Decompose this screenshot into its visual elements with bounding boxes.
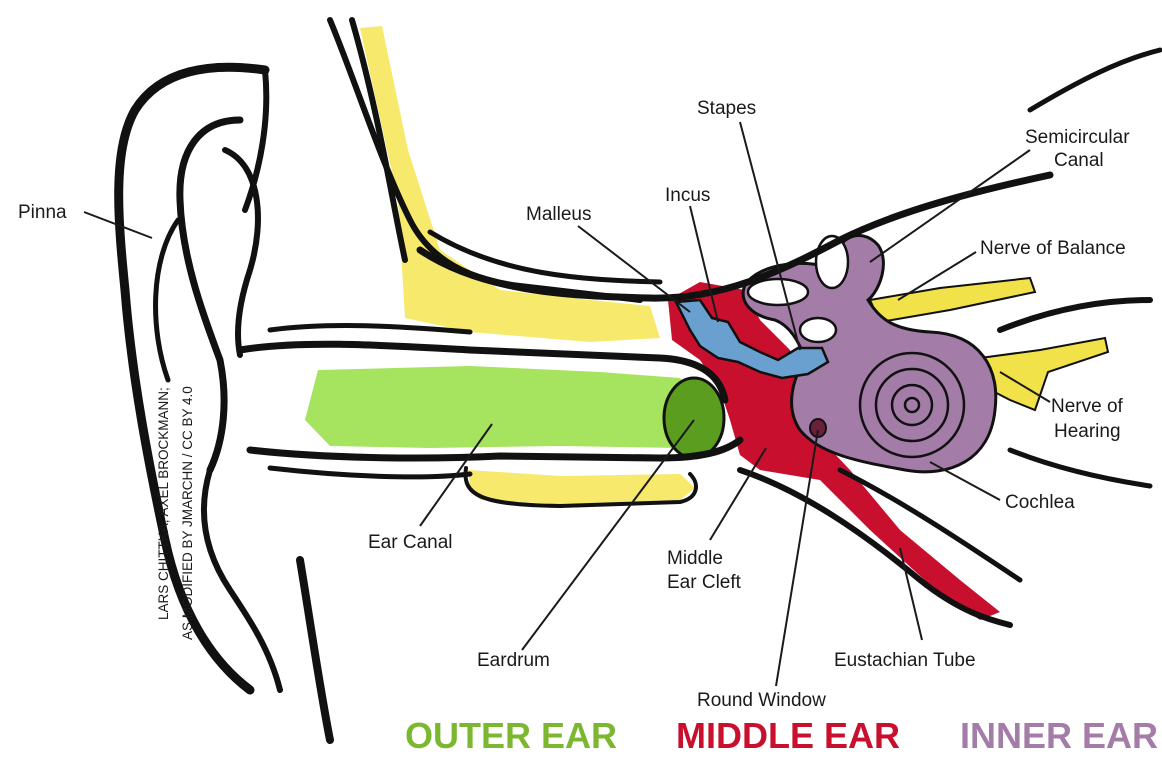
credit-line-1: LARS CHITTKA; AXEL BROCKMANN; [156,387,171,620]
label-middle-ear-cleft-line2: Ear Cleft [667,572,742,593]
label-nerve-of-hearing-line1: Nerve of [1051,396,1124,417]
label-stapes: Stapes [697,98,756,119]
label-semicircular-line2: Canal [1054,150,1104,171]
nerve-of-balance-shape [870,278,1035,322]
label-round-window: Round Window [697,690,826,711]
lower-bone-region [468,470,695,504]
label-middle-ear-cleft-line1: Middle [667,548,723,569]
ear-canal-shape [305,366,700,448]
heading-middle-ear: MIDDLE EAR [676,715,900,756]
heading-inner-ear: INNER EAR [960,715,1158,756]
heading-outer-ear: OUTER EAR [405,715,617,756]
label-nerve-of-hearing-line2: Hearing [1054,421,1121,442]
label-cochlea: Cochlea [1005,492,1075,513]
label-nerve-of-balance: Nerve of Balance [980,238,1126,259]
label-eardrum: Eardrum [477,650,550,671]
image-credit: LARS CHITTKA; AXEL BROCKMANN; AS MODIFIE… [156,386,195,640]
label-malleus: Malleus [526,204,591,225]
label-semicircular-line1: Semicircular [1025,127,1130,148]
label-pinna: Pinna [18,202,67,223]
label-ear-canal: Ear Canal [368,532,453,553]
label-eustachian-tube: Eustachian Tube [834,650,976,671]
label-incus: Incus [665,185,710,206]
credit-line-2: AS MODIFIED BY JMARCHN / CC BY 4.0 [180,386,195,640]
eardrum-shape [664,378,724,458]
